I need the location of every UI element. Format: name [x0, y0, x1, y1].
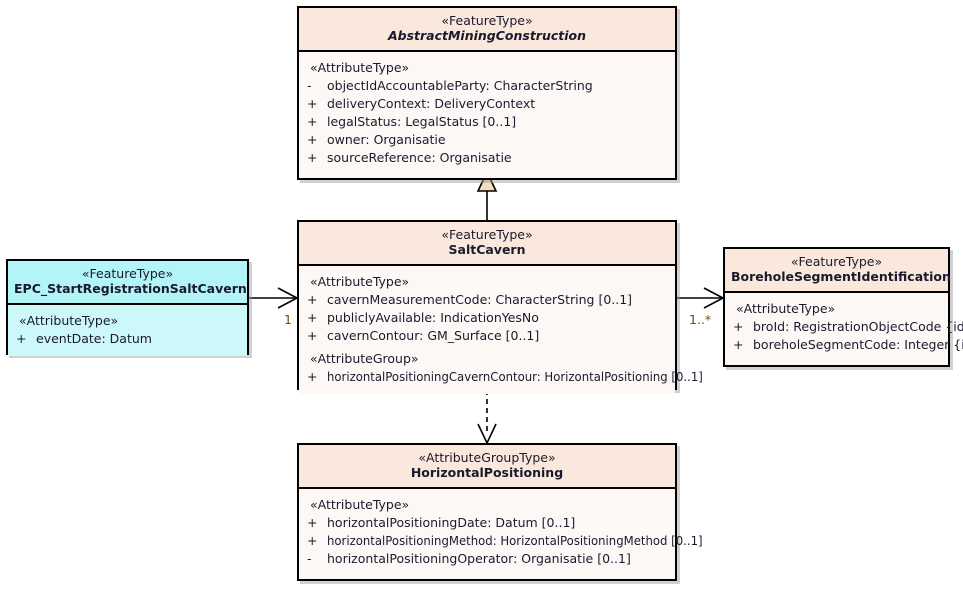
attribute-row[interactable]: - horizontalPositioningOperator: Organis…	[299, 550, 675, 568]
visibility-marker: +	[307, 292, 318, 307]
attribute-row[interactable]: + cavernContour: GM_Surface [0..1]	[299, 327, 675, 345]
attribute-signature: horizontalPositioningMethod: HorizontalP…	[327, 533, 703, 548]
class-stereotype: «FeatureType»	[790, 254, 883, 269]
attribute-row[interactable]: + broId: RegistrationObjectCode {id}	[725, 318, 963, 336]
attribute-row[interactable]: + boreholeSegmentCode: Integer {id}	[725, 336, 963, 354]
class-name: SaltCavern	[448, 242, 526, 257]
attribute-group-label: «AttributeType»	[310, 497, 410, 512]
attribute-signature: broId: RegistrationObjectCode {id}	[753, 319, 963, 334]
attribute-signature: cavernMeasurementCode: CharacterString […	[327, 292, 633, 307]
visibility-marker: +	[307, 114, 318, 129]
visibility-marker: +	[733, 319, 744, 334]
attribute-signature: eventDate: Datum	[36, 331, 152, 346]
visibility-marker: +	[16, 331, 27, 346]
visibility-marker: +	[307, 96, 318, 111]
attribute-signature: objectIdAccountableParty: CharacterStrin…	[327, 78, 593, 93]
attribute-row[interactable]: + publiclyAvailable: IndicationYesNo	[299, 309, 675, 327]
attribute-row[interactable]: + cavernMeasurementCode: CharacterString…	[299, 291, 675, 309]
association-connector-epc[interactable]	[249, 287, 299, 309]
attribute-signature: horizontalPositioningOperator: Organisat…	[327, 551, 631, 566]
visibility-marker: -	[307, 551, 312, 566]
attribute-row[interactable]: + sourceReference: Organisatie	[299, 149, 675, 167]
attribute-signature: legalStatus: LegalStatus [0..1]	[327, 114, 517, 129]
class-name: HorizontalPositioning	[410, 465, 564, 480]
class-epc-start-registration-salt-cavern[interactable]: «FeatureType» EPC_StartRegistrationSaltC…	[6, 259, 249, 356]
attribute-group-label: «AttributeGroup»	[310, 351, 419, 366]
visibility-marker: +	[307, 150, 318, 165]
class-header: «FeatureType» AbstractMiningConstruction	[299, 8, 675, 52]
attribute-row[interactable]: + horizontalPositioningDate: Datum [0..1…	[299, 514, 675, 532]
class-header: «FeatureType» EPC_StartRegistrationSaltC…	[8, 261, 247, 305]
attribute-signature: owner: Organisatie	[327, 132, 446, 147]
visibility-marker: +	[307, 328, 318, 343]
class-stereotype: «FeatureType»	[81, 266, 174, 281]
visibility-marker: +	[733, 337, 744, 352]
class-horizontal-positioning[interactable]: «AttributeGroupType» HorizontalPositioni…	[297, 443, 703, 581]
attribute-group-label: «AttributeType»	[310, 60, 410, 75]
attribute-row[interactable]: - objectIdAccountableParty: CharacterStr…	[299, 77, 675, 95]
attribute-signature: sourceReference: Organisatie	[327, 150, 512, 165]
attribute-row[interactable]: + legalStatus: LegalStatus [0..1]	[299, 113, 675, 131]
association-connector-borehole[interactable]	[676, 287, 725, 309]
class-borehole-segment-identification[interactable]: «FeatureType» BoreholeSegmentIdentificat…	[723, 247, 963, 367]
attribute-signature: horizontalPositioningCavernContour: Hori…	[327, 369, 703, 384]
visibility-marker: -	[307, 78, 312, 93]
class-body: «AttributeType» + eventDate: Datum	[8, 305, 247, 356]
visibility-marker: +	[307, 515, 318, 530]
class-body: «AttributeType» - objectIdAccountablePar…	[299, 52, 675, 175]
class-stereotype: «AttributeGroupType»	[418, 450, 556, 465]
attribute-signature: boreholeSegmentCode: Integer {id}	[753, 337, 963, 352]
class-body: «AttributeType» + cavernMeasurementCode:…	[299, 266, 703, 394]
attribute-signature: horizontalPositioningDate: Datum [0..1]	[327, 515, 576, 530]
attribute-signature: publiclyAvailable: IndicationYesNo	[327, 310, 539, 325]
attribute-signature: deliveryContext: DeliveryContext	[327, 96, 536, 111]
attribute-group-label: «AttributeType»	[736, 301, 836, 316]
class-name: EPC_StartRegistrationSaltCavern	[14, 281, 247, 296]
attribute-row[interactable]: + deliveryContext: DeliveryContext	[299, 95, 675, 113]
attribute-row[interactable]: + horizontalPositioningMethod: Horizonta…	[299, 532, 703, 550]
visibility-marker: +	[307, 132, 318, 147]
multiplicity-saltcavern-to-borehole: 1..*	[689, 312, 712, 327]
class-abstract-mining-construction[interactable]: «FeatureType» AbstractMiningConstruction…	[297, 6, 677, 180]
attribute-row[interactable]: + horizontalPositioningCavernContour: Ho…	[299, 368, 703, 386]
class-body: «AttributeType» + broId: RegistrationObj…	[725, 293, 963, 362]
visibility-marker: +	[307, 533, 318, 548]
class-salt-cavern[interactable]: «FeatureType» SaltCavern «AttributeType»…	[297, 220, 703, 394]
class-body: «AttributeType» + horizontalPositioningD…	[299, 489, 703, 576]
class-header: «FeatureType» SaltCavern	[299, 222, 675, 266]
class-name: BoreholeSegmentIdentification	[731, 269, 951, 284]
class-header: «FeatureType» BoreholeSegmentIdentificat…	[725, 249, 951, 293]
multiplicity-epc-to-saltcavern: 1	[284, 312, 292, 327]
attribute-group-label: «AttributeType»	[19, 313, 119, 328]
attribute-group-label: «AttributeType»	[310, 274, 410, 289]
visibility-marker: +	[307, 310, 318, 325]
dependency-connector[interactable]	[477, 390, 497, 445]
attribute-signature: cavernContour: GM_Surface [0..1]	[327, 328, 540, 343]
visibility-marker: +	[307, 369, 318, 384]
class-name: AbstractMiningConstruction	[387, 28, 587, 43]
class-header: «AttributeGroupType» HorizontalPositioni…	[299, 445, 675, 489]
class-stereotype: «FeatureType»	[441, 13, 533, 28]
attribute-row[interactable]: + eventDate: Datum	[8, 330, 247, 348]
class-stereotype: «FeatureType»	[441, 227, 533, 242]
attribute-row[interactable]: + owner: Organisatie	[299, 131, 675, 149]
